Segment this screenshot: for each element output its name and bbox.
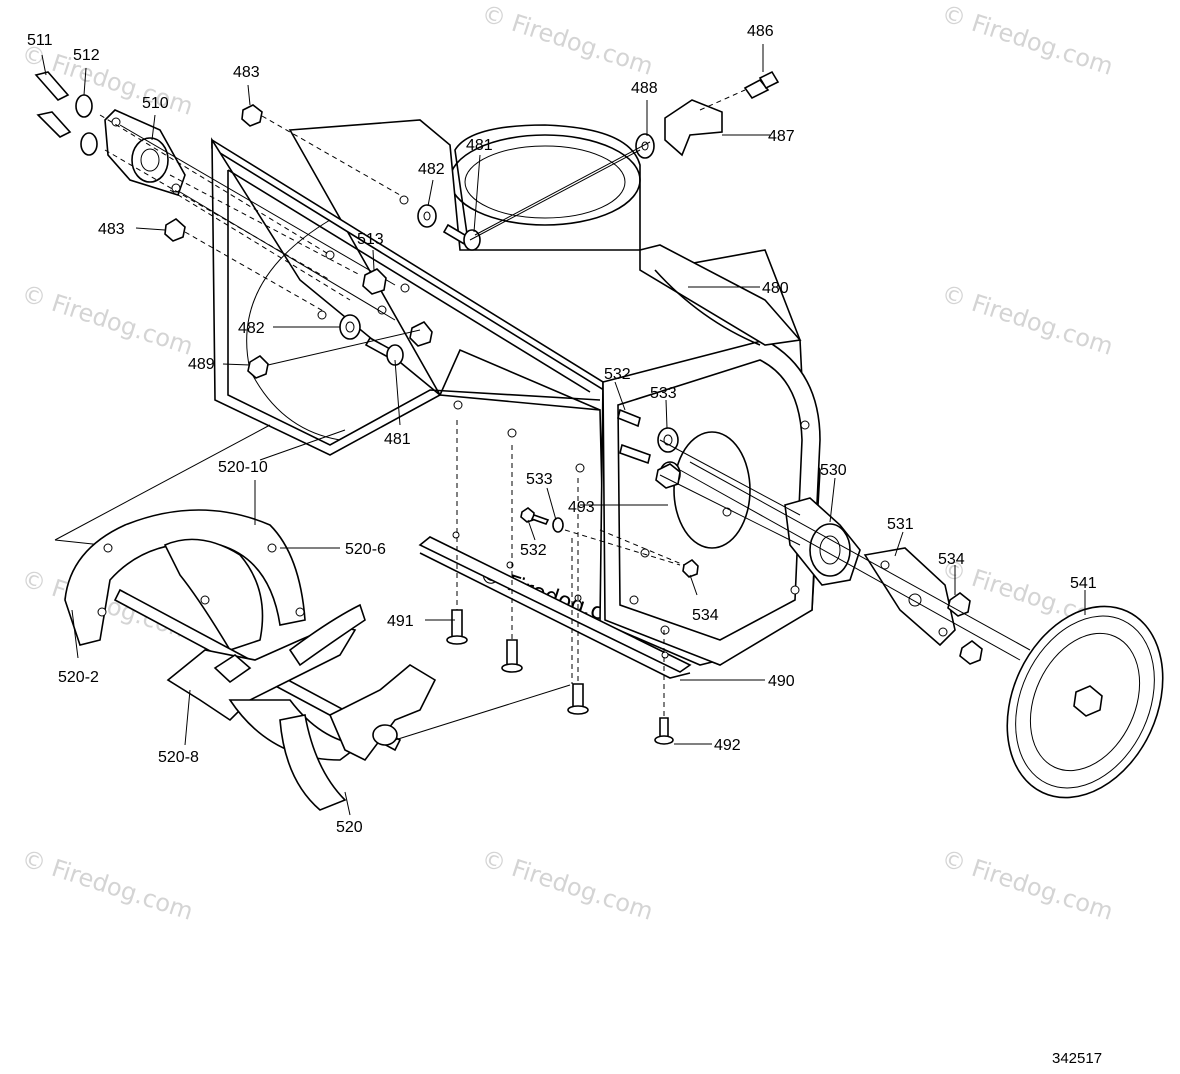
bearing-flange-hardware: [34, 71, 396, 321]
callout-481: 481: [384, 431, 411, 448]
auger-assembly: [54, 424, 571, 811]
callout-489: 489: [188, 356, 215, 373]
callout-520-6: 520-6: [345, 541, 386, 558]
callout-534: 534: [692, 607, 719, 624]
callout-483: 483: [233, 64, 260, 81]
callout-labels: 511 512 510 483 483 486 488 487 481 482 …: [27, 23, 1097, 836]
callout-491: 491: [387, 613, 414, 630]
callout-481: 481: [466, 137, 493, 154]
callout-488: 488: [631, 80, 658, 97]
callout-513: 513: [357, 231, 384, 248]
watermark: © Firedog.com: [478, 844, 656, 926]
callout-480: 480: [762, 280, 789, 297]
callout-532: 532: [520, 542, 547, 559]
callout-530: 530: [820, 462, 847, 479]
callout-483: 483: [98, 221, 125, 238]
callout-486: 486: [747, 23, 774, 40]
callout-534: 534: [938, 551, 965, 568]
callout-533: 533: [650, 385, 677, 402]
auger-housing: [211, 119, 821, 666]
diagram-reference-number: 342517: [1052, 1050, 1102, 1067]
callout-531: 531: [887, 516, 914, 533]
center-small-hardware: [520, 507, 681, 566]
callout-490: 490: [768, 673, 795, 690]
callout-482: 482: [418, 161, 445, 178]
callout-482: 482: [238, 320, 265, 337]
watermark: © Firedog.com: [938, 279, 1116, 361]
chute-bracket: [469, 70, 780, 241]
washers-and-bolts: [267, 204, 481, 366]
carriage-bolts: [446, 420, 674, 745]
callout-493: 493: [568, 499, 595, 516]
drive-side-parts: [599, 408, 1164, 799]
hex-nuts: [164, 104, 401, 379]
callout-511: 511: [27, 32, 53, 49]
watermark: © Firedog.com: [938, 0, 1116, 81]
watermark: © Firedog.com: [18, 844, 196, 926]
callout-533: 533: [526, 471, 553, 488]
watermark: © Firedog.com: [938, 844, 1116, 926]
callout-541: 541: [1070, 575, 1097, 592]
callout-492: 492: [714, 737, 741, 754]
callout-487: 487: [768, 128, 795, 145]
callout-520: 520: [336, 819, 363, 836]
leader-lines: [41, 44, 1086, 816]
callout-512: 512: [73, 47, 100, 64]
callout-520-8: 520-8: [158, 749, 199, 766]
watermark: © Firedog.com: [478, 0, 656, 81]
callout-510: 510: [142, 95, 169, 112]
watermark: © Firedog.com: [18, 279, 196, 361]
callout-520-2: 520-2: [58, 669, 99, 686]
scraper-bar: [418, 531, 692, 679]
callout-532: 532: [604, 366, 631, 383]
callout-520-10: 520-10: [218, 459, 268, 476]
